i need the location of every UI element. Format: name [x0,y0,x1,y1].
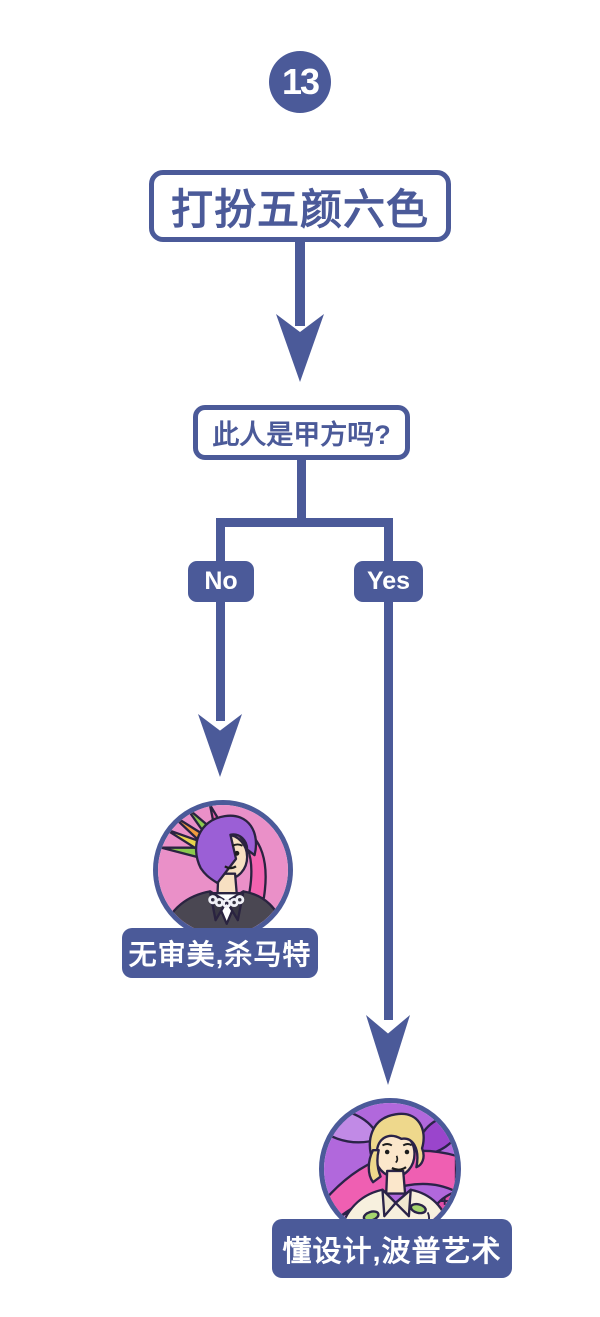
title-box: 打扮五颜六色 [149,170,451,242]
no-result-label: 无审美,杀马特 [122,928,318,978]
arrow-down-icon [198,714,242,777]
arrow-down-icon [276,314,324,382]
connector-yes-stem [384,601,393,1020]
connector-drop-no [216,518,225,568]
no-badge: No [188,561,254,602]
question-box: 此人是甲方吗? [193,405,410,460]
connector-title-to-question [295,241,305,326]
connector-question-stem [297,459,306,523]
connector-no-stem [216,601,225,721]
step-number-badge: 13 [269,51,331,113]
pop-art-avatar-illustration [324,1103,456,1235]
arrow-down-icon [366,1015,410,1085]
yes-result-label: 懂设计,波普艺术 [272,1219,512,1278]
connector-drop-yes [384,518,393,568]
connector-branch-bar [216,518,393,527]
shamate-colorful-hair-avatar [153,800,293,940]
title-text: 打扮五颜六色 [170,185,429,233]
question-text: 此人是甲方吗? [212,420,391,450]
shamate-avatar-illustration [158,805,288,935]
yes-badge: Yes [354,561,423,602]
